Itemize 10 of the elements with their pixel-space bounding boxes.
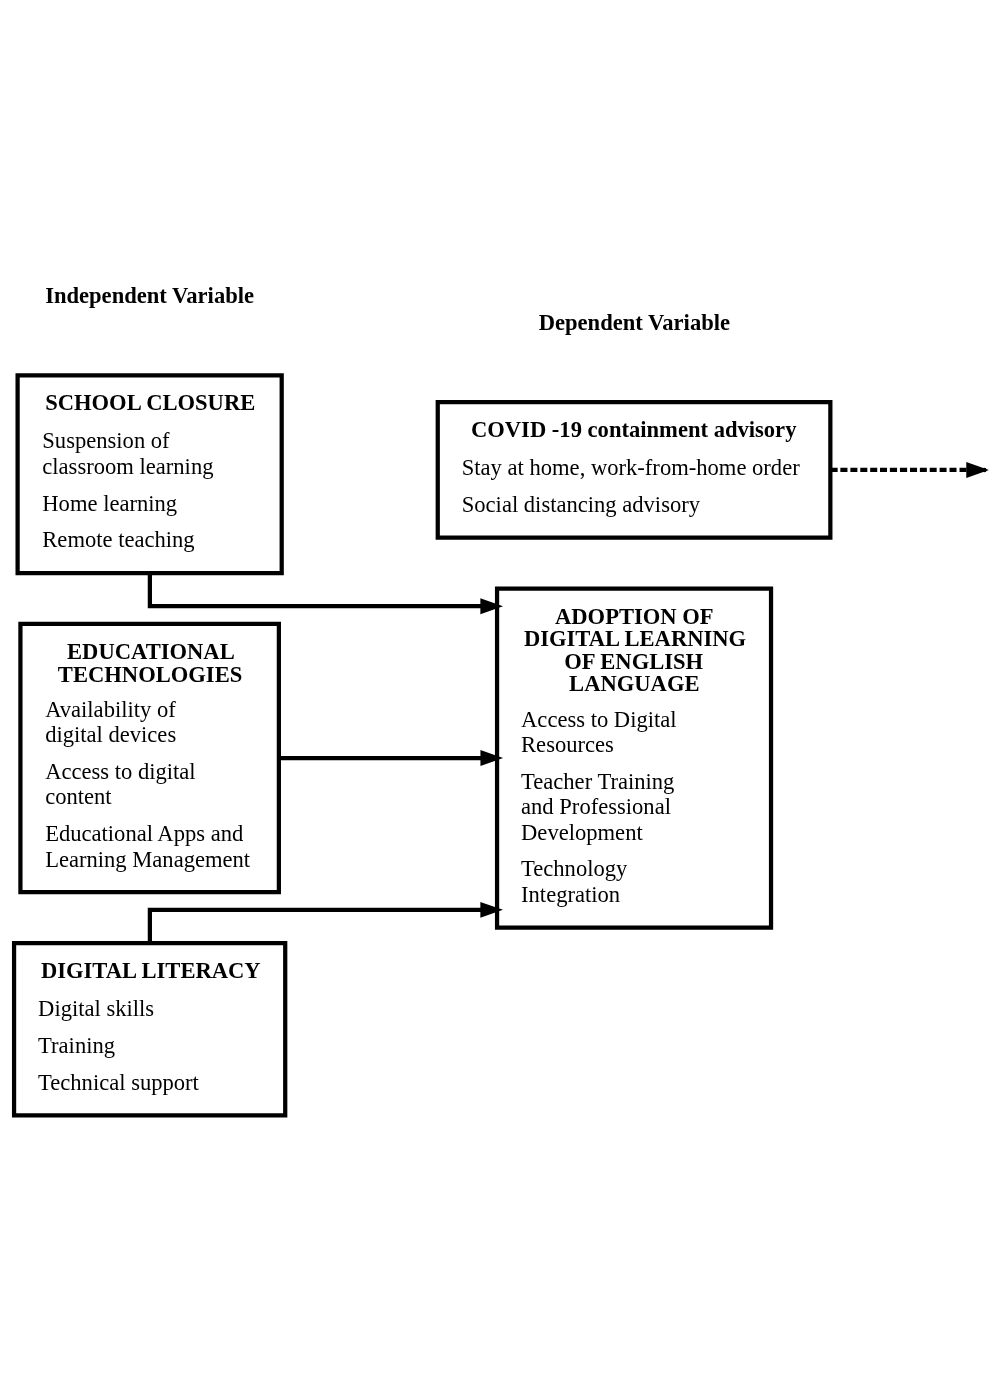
label: Dependent Variable — [538, 309, 731, 335]
arrow — [147, 573, 503, 615]
node-box: SCHOOL CLOSURE Suspension of classroom learning Home learning Remote teaching — [15, 373, 284, 576]
node-box: COVID -19 containment advisory Stay at home, work-from-home order Social distancing advisory — [435, 400, 833, 540]
arrow — [147, 901, 504, 943]
node-box: EDUCATIONAL TECHNOLOGIES Availability of digital devices Access to digital content Educational Apps and Learning Management — [18, 621, 281, 895]
node-box: DIGITAL LITERACY Digital skills Training Technical support — [11, 940, 288, 1118]
label: Independent Variable — [45, 283, 255, 309]
node-box: ADOPTION OF DIGITAL LEARNING OF ENGLISH LANGUAGE Access to Digital Resources Teacher Training and Professional Development Technology Integration — [494, 586, 774, 930]
arrow — [279, 750, 504, 766]
